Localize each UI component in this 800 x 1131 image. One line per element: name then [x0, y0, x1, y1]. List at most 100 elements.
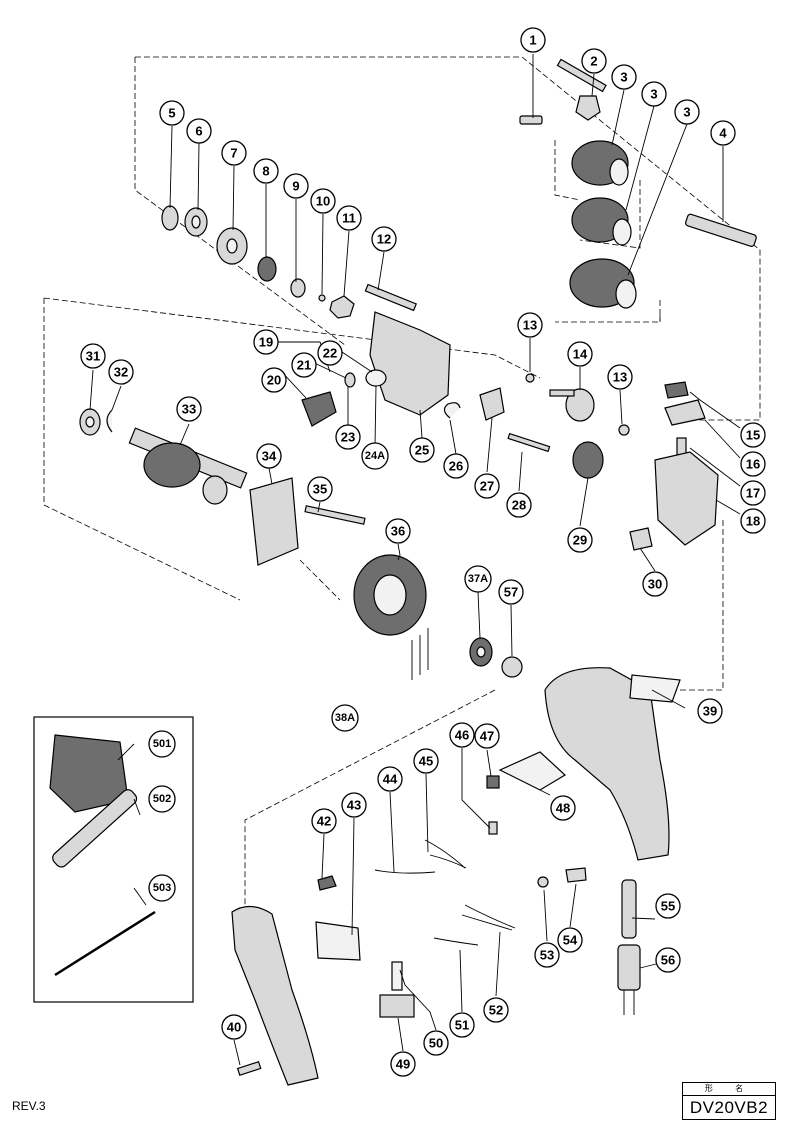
svg-text:27: 27 — [480, 479, 494, 494]
svg-text:16: 16 — [746, 457, 760, 472]
spindle-bearing-stack — [161, 205, 355, 319]
callout-28: 28 — [506, 492, 532, 518]
model-header-label: 形 名 — [683, 1083, 775, 1096]
svg-text:9: 9 — [292, 179, 299, 194]
svg-text:20: 20 — [267, 373, 281, 388]
svg-text:5: 5 — [168, 106, 175, 121]
callout-26: 26 — [443, 453, 469, 479]
svg-text:21: 21 — [297, 358, 311, 373]
callout-14: 14 — [567, 341, 593, 367]
field-and-baffle-parts — [249, 477, 429, 680]
svg-text:31: 31 — [86, 349, 100, 364]
spindle-part — [685, 213, 757, 247]
callout-3: 3 — [674, 99, 700, 125]
svg-text:14: 14 — [573, 347, 588, 362]
callout-12: 12 — [371, 226, 397, 252]
callout-47: 47 — [474, 723, 500, 749]
svg-text:55: 55 — [661, 899, 675, 914]
callout-22: 22 — [317, 340, 343, 366]
svg-text:2: 2 — [590, 54, 597, 69]
svg-text:25: 25 — [415, 443, 429, 458]
callout-33: 33 — [176, 396, 202, 422]
revision-label: REV.3 — [12, 1099, 46, 1113]
svg-text:45: 45 — [419, 754, 433, 769]
callout-45: 45 — [413, 748, 439, 774]
callout-36: 36 — [385, 518, 411, 544]
svg-text:501: 501 — [153, 738, 171, 750]
callout-11: 11 — [336, 205, 362, 231]
callout-54: 54 — [557, 927, 583, 953]
svg-text:33: 33 — [182, 402, 196, 417]
callout-8: 8 — [253, 158, 279, 184]
svg-text:15: 15 — [746, 428, 760, 443]
svg-text:23: 23 — [341, 430, 355, 445]
svg-text:50: 50 — [429, 1036, 443, 1051]
svg-text:52: 52 — [489, 1003, 503, 1018]
callout-19: 19 — [253, 329, 279, 355]
kit-box — [33, 716, 194, 1003]
svg-text:44: 44 — [383, 772, 398, 787]
svg-text:8: 8 — [262, 164, 269, 179]
switch-plate-parts — [629, 381, 719, 551]
callout-24A: 24A — [361, 442, 389, 470]
rear-bearing-parts — [469, 637, 523, 678]
callout-38A: 38A — [331, 704, 359, 732]
svg-text:12: 12 — [377, 232, 391, 247]
svg-text:51: 51 — [455, 1018, 469, 1033]
callout-3: 3 — [641, 81, 667, 107]
svg-text:38A: 38A — [335, 712, 355, 724]
callout-20: 20 — [261, 367, 287, 393]
callout-4: 4 — [710, 120, 736, 146]
callout-2: 2 — [581, 48, 607, 74]
switch-and-capacitor-parts — [379, 867, 587, 1018]
callout-48: 48 — [550, 795, 576, 821]
svg-text:24A: 24A — [365, 450, 385, 462]
callout-57: 57 — [498, 579, 524, 605]
svg-text:28: 28 — [512, 498, 526, 513]
callout-13: 13 — [517, 312, 543, 338]
callout-31: 31 — [80, 343, 106, 369]
callout-35: 35 — [307, 476, 333, 502]
svg-text:57: 57 — [504, 585, 518, 600]
svg-text:54: 54 — [563, 933, 578, 948]
svg-text:35: 35 — [313, 482, 327, 497]
svg-text:48: 48 — [556, 801, 570, 816]
callout-49: 49 — [390, 1051, 416, 1077]
svg-text:34: 34 — [262, 449, 277, 464]
svg-text:32: 32 — [114, 365, 128, 380]
armature-parts — [79, 408, 248, 505]
callout-52: 52 — [483, 997, 509, 1023]
model-name: DV20VB2 — [689, 1098, 769, 1117]
callout-51: 51 — [449, 1012, 475, 1038]
housing-part — [498, 667, 681, 861]
svg-text:42: 42 — [317, 814, 331, 829]
svg-text:17: 17 — [746, 486, 760, 501]
svg-text:1: 1 — [529, 33, 536, 48]
callout-7: 7 — [221, 140, 247, 166]
callout-53: 53 — [534, 942, 560, 968]
callout-46: 46 — [449, 722, 475, 748]
callout-40: 40 — [221, 1014, 247, 1040]
svg-text:7: 7 — [230, 146, 237, 161]
callout-13: 13 — [607, 364, 633, 390]
svg-text:3: 3 — [620, 70, 627, 85]
svg-text:4: 4 — [719, 126, 727, 141]
svg-text:46: 46 — [455, 728, 469, 743]
svg-text:503: 503 — [153, 882, 171, 894]
assembly-guide-lines — [43, 56, 761, 920]
svg-text:47: 47 — [480, 729, 494, 744]
callout-18: 18 — [740, 508, 766, 534]
svg-text:43: 43 — [347, 798, 361, 813]
svg-text:30: 30 — [648, 577, 662, 592]
callout-27: 27 — [474, 473, 500, 499]
callout-15: 15 — [740, 422, 766, 448]
gear-train-parts — [443, 373, 630, 479]
callout-503: 503 — [148, 874, 176, 902]
svg-text:56: 56 — [661, 953, 675, 968]
handle-half-part — [231, 875, 361, 1086]
svg-text:36: 36 — [391, 524, 405, 539]
svg-text:13: 13 — [523, 318, 537, 333]
gear-cover-part — [364, 283, 451, 416]
svg-text:11: 11 — [342, 211, 356, 226]
